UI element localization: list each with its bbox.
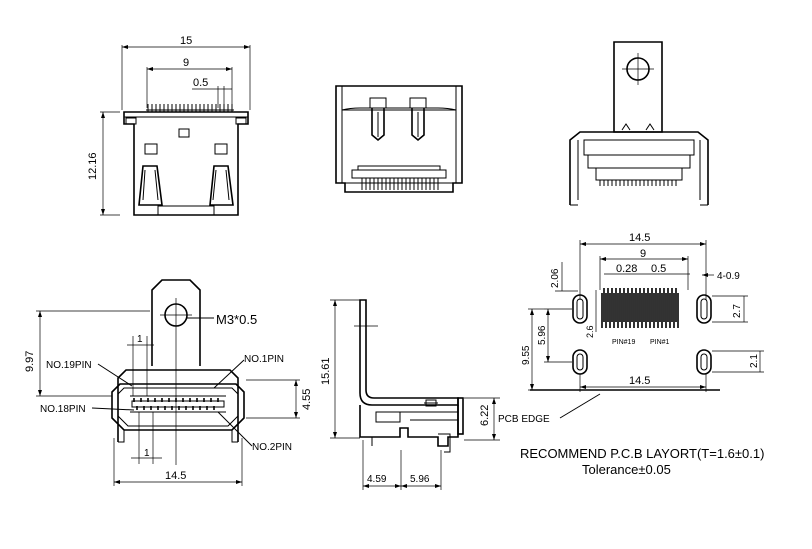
side-view: 15.61 6.22 4.59 5.96 xyxy=(320,299,500,490)
pcb-padwidth-label: 0.28 xyxy=(616,263,637,275)
side-dim-a: 4.59 xyxy=(367,474,387,485)
pcb-row-label: 5.96 xyxy=(537,325,548,345)
label-pin19: NO.19PIN xyxy=(46,360,92,371)
front-width-label: 14.5 xyxy=(165,470,186,482)
pcb-pitch-label: 0.5 xyxy=(651,263,666,275)
pcb-pin19-label: PIN#19 xyxy=(612,339,635,346)
front-dim-1-top: 1 xyxy=(137,334,143,345)
pcb-width-bottom-label: 14.5 xyxy=(629,375,650,387)
pcb-width-top-label: 14.5 xyxy=(629,232,650,244)
front-height-label: 9.97 xyxy=(24,351,36,372)
top-height-label: 12.16 xyxy=(87,152,99,180)
pcb-slotlen2-label: 2.1 xyxy=(749,354,760,368)
label-pin1: NO.1PIN xyxy=(244,354,284,365)
pcb-pin1-label: PIN#1 xyxy=(650,339,670,346)
pcb-span-label: 9 xyxy=(640,248,646,260)
label-pin18: NO.18PIN xyxy=(40,404,86,415)
top-view: 15 9 0.5 12.16 xyxy=(87,35,251,216)
pcb-edge-label: PCB EDGE xyxy=(498,414,550,425)
pcb-padlen-label: 2.6 xyxy=(585,325,595,338)
pcb-signal-pads xyxy=(601,288,679,328)
top-right-view xyxy=(569,41,709,206)
pcb-slotlen-label: 2.7 xyxy=(732,304,743,318)
label-pin2: NO.2PIN xyxy=(252,442,292,453)
side-height-label: 15.61 xyxy=(320,357,332,385)
mount-label: M3*0.5 xyxy=(216,312,257,327)
pcb-slot-label: 4-0.9 xyxy=(717,271,740,282)
pcb-total-label: 9.55 xyxy=(521,345,532,365)
pcb-tolerance: Tolerance±0.05 xyxy=(582,462,671,477)
pcb-layout: 14.5 9 0.28 0.5 4-0.9 2.06 xyxy=(498,232,764,477)
front-opening-label: 4.55 xyxy=(301,389,313,410)
top-span-label: 9 xyxy=(183,57,189,69)
front-dim-1-bottom: 1 xyxy=(144,448,150,459)
top-middle-view xyxy=(335,85,463,193)
side-lead-label: 6.22 xyxy=(479,405,491,426)
pcb-layout-title: RECOMMEND P.C.B LAYORT(T=1.6±0.1) xyxy=(520,446,764,461)
side-dim-b: 5.96 xyxy=(410,474,430,485)
top-pitch-label: 0.5 xyxy=(193,77,208,89)
pcb-edge-dim-label: 2.06 xyxy=(550,268,561,288)
front-view: M3*0.5 9.97 1 1 4.55 xyxy=(24,279,313,486)
top-width-label: 15 xyxy=(180,35,192,47)
